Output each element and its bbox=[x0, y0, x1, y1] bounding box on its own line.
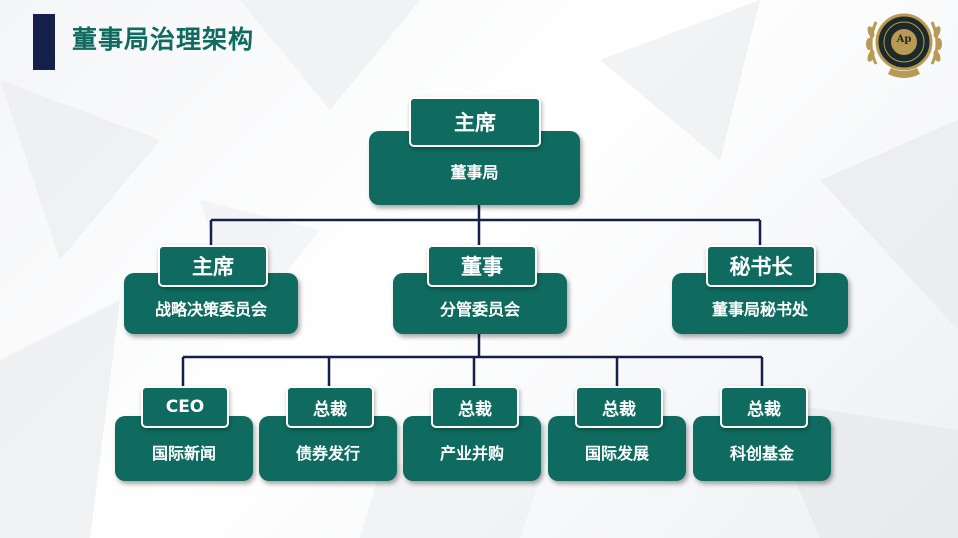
emblem-logo-icon bbox=[866, 13, 942, 78]
node-l2-secretariat-body: 董事局秘书处 bbox=[672, 273, 848, 334]
node-l2-branch-label: 分管委员会 bbox=[439, 299, 520, 319]
node-l3-intl-tag: 总裁 bbox=[575, 386, 663, 428]
logo-text: Ap bbox=[896, 34, 912, 45]
node-l2-secretariat-tag: 秘书长 bbox=[706, 245, 816, 287]
page-title: 董事局治理架构 bbox=[72, 25, 255, 54]
node-l3-fund-label: 科创基金 bbox=[729, 443, 794, 463]
node-l2-secretariat-label: 董事局秘书处 bbox=[711, 299, 808, 319]
node-top-tag: 主席 bbox=[409, 97, 541, 147]
node-l3-fund-tag: 总裁 bbox=[720, 386, 808, 428]
node-l2-strategy-label: 战略决策委员会 bbox=[154, 299, 267, 319]
node-top-label: 董事局 bbox=[450, 163, 499, 182]
node-l3-mna-label: 产业并购 bbox=[439, 443, 504, 463]
title-accent-bar bbox=[33, 14, 55, 70]
node-l2-strategy-body: 战略决策委员会 bbox=[124, 273, 298, 334]
node-l3-mna-tag: 总裁 bbox=[431, 386, 519, 428]
node-l3-bonds-label: 债券发行 bbox=[295, 443, 360, 463]
node-l3-news-label: 国际新闻 bbox=[151, 443, 216, 463]
node-l3-intl-label: 国际发展 bbox=[584, 443, 649, 463]
node-l3-bonds-tag: 总裁 bbox=[286, 386, 374, 428]
node-l2-branch-tag: 董事 bbox=[427, 245, 537, 287]
node-l3-news-tag: CEO bbox=[141, 386, 229, 428]
node-l3-fund-body: 科创基金 bbox=[693, 416, 831, 481]
node-l2-strategy-tag: 主席 bbox=[158, 245, 268, 287]
